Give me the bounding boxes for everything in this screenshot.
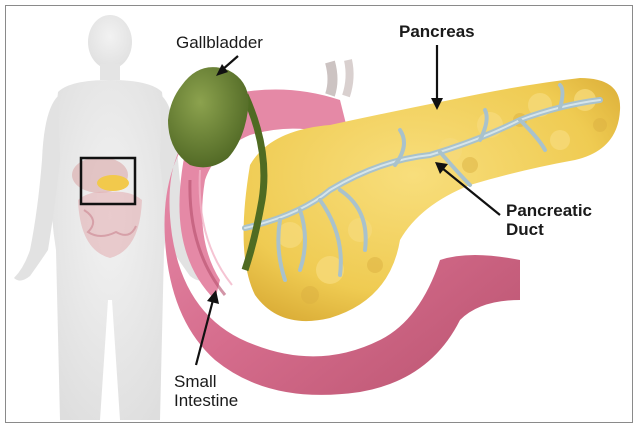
- focus-box: [79, 156, 137, 206]
- pancreatic-duct: [242, 83, 603, 282]
- pancreatic-duct-label: Pancreatic Duct: [506, 201, 592, 239]
- pointer-arrows: [194, 45, 501, 366]
- small-intestine-label: Small Intestine: [174, 372, 238, 410]
- pancreatic-duct-label-line1: Pancreatic: [506, 201, 592, 220]
- pancreas-label: Pancreas: [399, 22, 475, 41]
- small-intestine-label-line1: Small: [174, 372, 217, 391]
- gallbladder-organ: [168, 67, 249, 168]
- intestine-arrow: [194, 299, 215, 366]
- bile-duct: [241, 93, 268, 272]
- pancreatic-duct-label-line2: Duct: [506, 220, 544, 239]
- diagram-border: [5, 5, 633, 423]
- small-intestine-label-line2: Intestine: [174, 391, 239, 410]
- gallbladder-label: Gallbladder: [176, 33, 263, 52]
- duct-arrow: [441, 167, 501, 216]
- human-silhouette: [14, 15, 206, 420]
- vessel: [325, 60, 338, 97]
- vessel: [342, 59, 354, 98]
